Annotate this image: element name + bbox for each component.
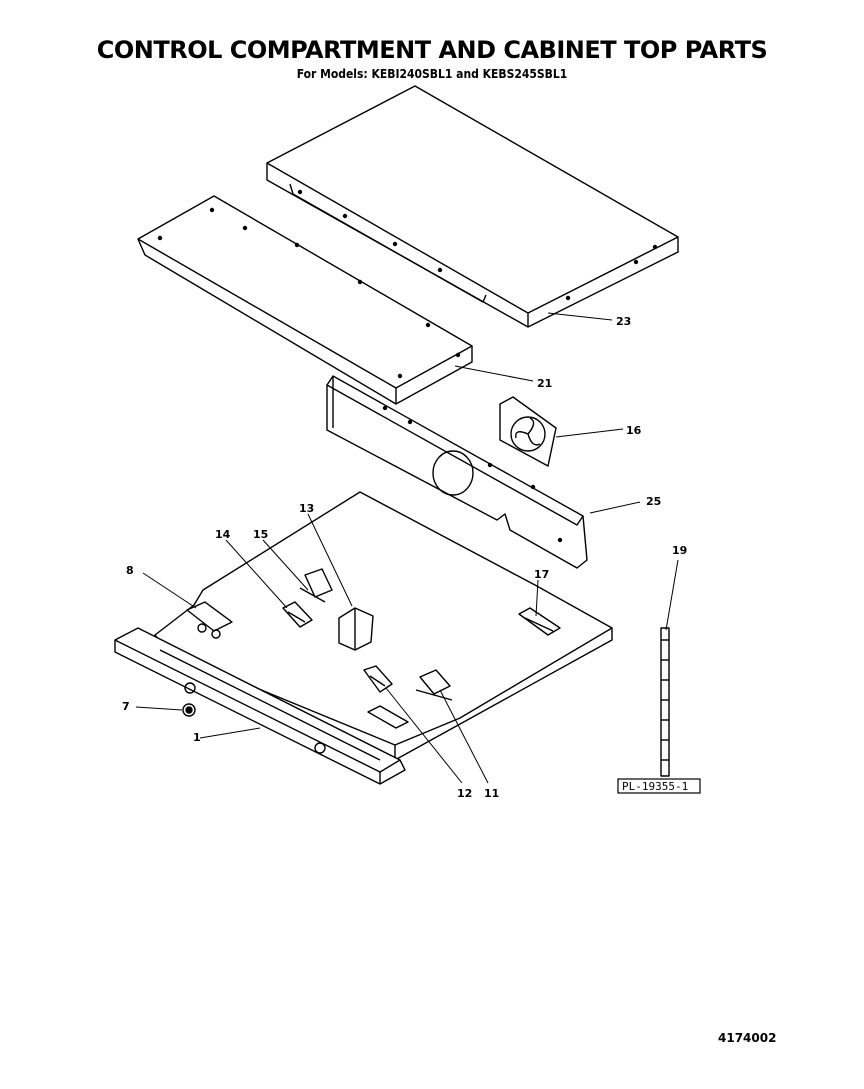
part-25-bracket (326, 375, 588, 569)
callout-1: 1 (193, 731, 201, 744)
callout-21: 21 (537, 377, 552, 390)
callout-23: 23 (616, 315, 631, 328)
diagram-title: CONTROL COMPARTMENT AND CABINET TOP PART… (96, 36, 768, 64)
callout-19: 19 (672, 544, 687, 557)
part-17-terminal-block (518, 607, 561, 636)
part-13-relay (338, 607, 374, 651)
part-12-switch (363, 665, 393, 693)
callout-16: 16 (626, 424, 642, 437)
part-19-threaded-rod (660, 627, 670, 777)
callout-11: 11 (484, 787, 499, 800)
part-23-cabinet-top (266, 85, 679, 328)
diagram-subtitle: For Models: KEBI240SBL1 and KEBS245SBL1 (296, 67, 568, 81)
part-15-transformer (299, 568, 333, 603)
part-plate (367, 705, 409, 729)
callout-13: 13 (299, 502, 314, 515)
part-11-transformer (415, 669, 453, 701)
reference-label: PL-19355-1 (622, 780, 688, 793)
callout-14: 14 (215, 528, 231, 541)
part-8-bracket (186, 601, 233, 639)
part-21-panel-top (137, 195, 473, 405)
callout-12: 12 (457, 787, 472, 800)
part-14-terminal-block (282, 601, 313, 628)
callout-25: 25 (646, 495, 661, 508)
leader-lines (135, 312, 679, 784)
document-number: 4174002 (718, 1031, 777, 1045)
part-7-nut (182, 703, 196, 717)
part-16-fan (499, 396, 557, 467)
callout-8: 8 (126, 564, 134, 577)
callout-15: 15 (253, 528, 268, 541)
part-1-front-channel (114, 627, 406, 785)
reference-label-box: PL-19355-1 (617, 778, 701, 794)
callout-17: 17 (534, 568, 549, 581)
callout-7: 7 (122, 700, 130, 713)
